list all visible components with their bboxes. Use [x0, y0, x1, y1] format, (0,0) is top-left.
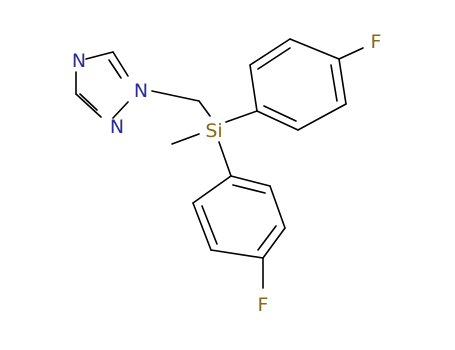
- bond: [230, 175, 271, 187]
- bond: [263, 105, 297, 122]
- bond-n1-n2: [112, 101, 129, 119]
- bond-n2-c3: [75, 93, 102, 118]
- bond-c5-n1-double: [108, 59, 122, 79]
- bond: [256, 110, 299, 131]
- atom-labels: N N N Si F F: [72, 31, 382, 316]
- bond: [192, 175, 232, 204]
- fluorophenyl-top: [249, 38, 364, 131]
- bond-si-ring-bottom: [218, 141, 232, 177]
- bond: [262, 227, 286, 259]
- bond-c-f-top: [338, 47, 364, 60]
- bond-c5-n1: [112, 51, 129, 77]
- methylene-linker: [151, 90, 211, 117]
- bond: [257, 47, 291, 70]
- atom-silicon: Si: [205, 120, 222, 142]
- fluorophenyl-bottom: [192, 175, 286, 289]
- bond: [269, 185, 286, 229]
- bond: [210, 249, 264, 259]
- atom-n-top: N: [72, 50, 86, 72]
- bond: [338, 58, 347, 105]
- bond: [249, 64, 258, 112]
- bond-si-ring-top: [225, 110, 258, 123]
- bond-si-methyl: [171, 133, 200, 145]
- bond: [249, 38, 291, 66]
- bond: [330, 64, 338, 102]
- atom-n-ring-2: N: [110, 116, 124, 138]
- bond: [201, 205, 218, 245]
- bond: [297, 103, 347, 131]
- bond-n2-c3-double: [79, 93, 98, 111]
- bond: [192, 202, 212, 251]
- atom-f-top: F: [371, 31, 382, 53]
- atom-n-ring-1: N: [134, 80, 148, 102]
- bond-ch2-si: [198, 100, 211, 117]
- bond-n4-c5: [85, 51, 114, 60]
- bond: [232, 184, 266, 194]
- bond: [257, 225, 277, 251]
- triazole-ring: [75, 51, 129, 119]
- atom-f-bottom: F: [258, 294, 269, 316]
- bond-n1-ch2: [151, 90, 200, 102]
- bond: [289, 38, 340, 60]
